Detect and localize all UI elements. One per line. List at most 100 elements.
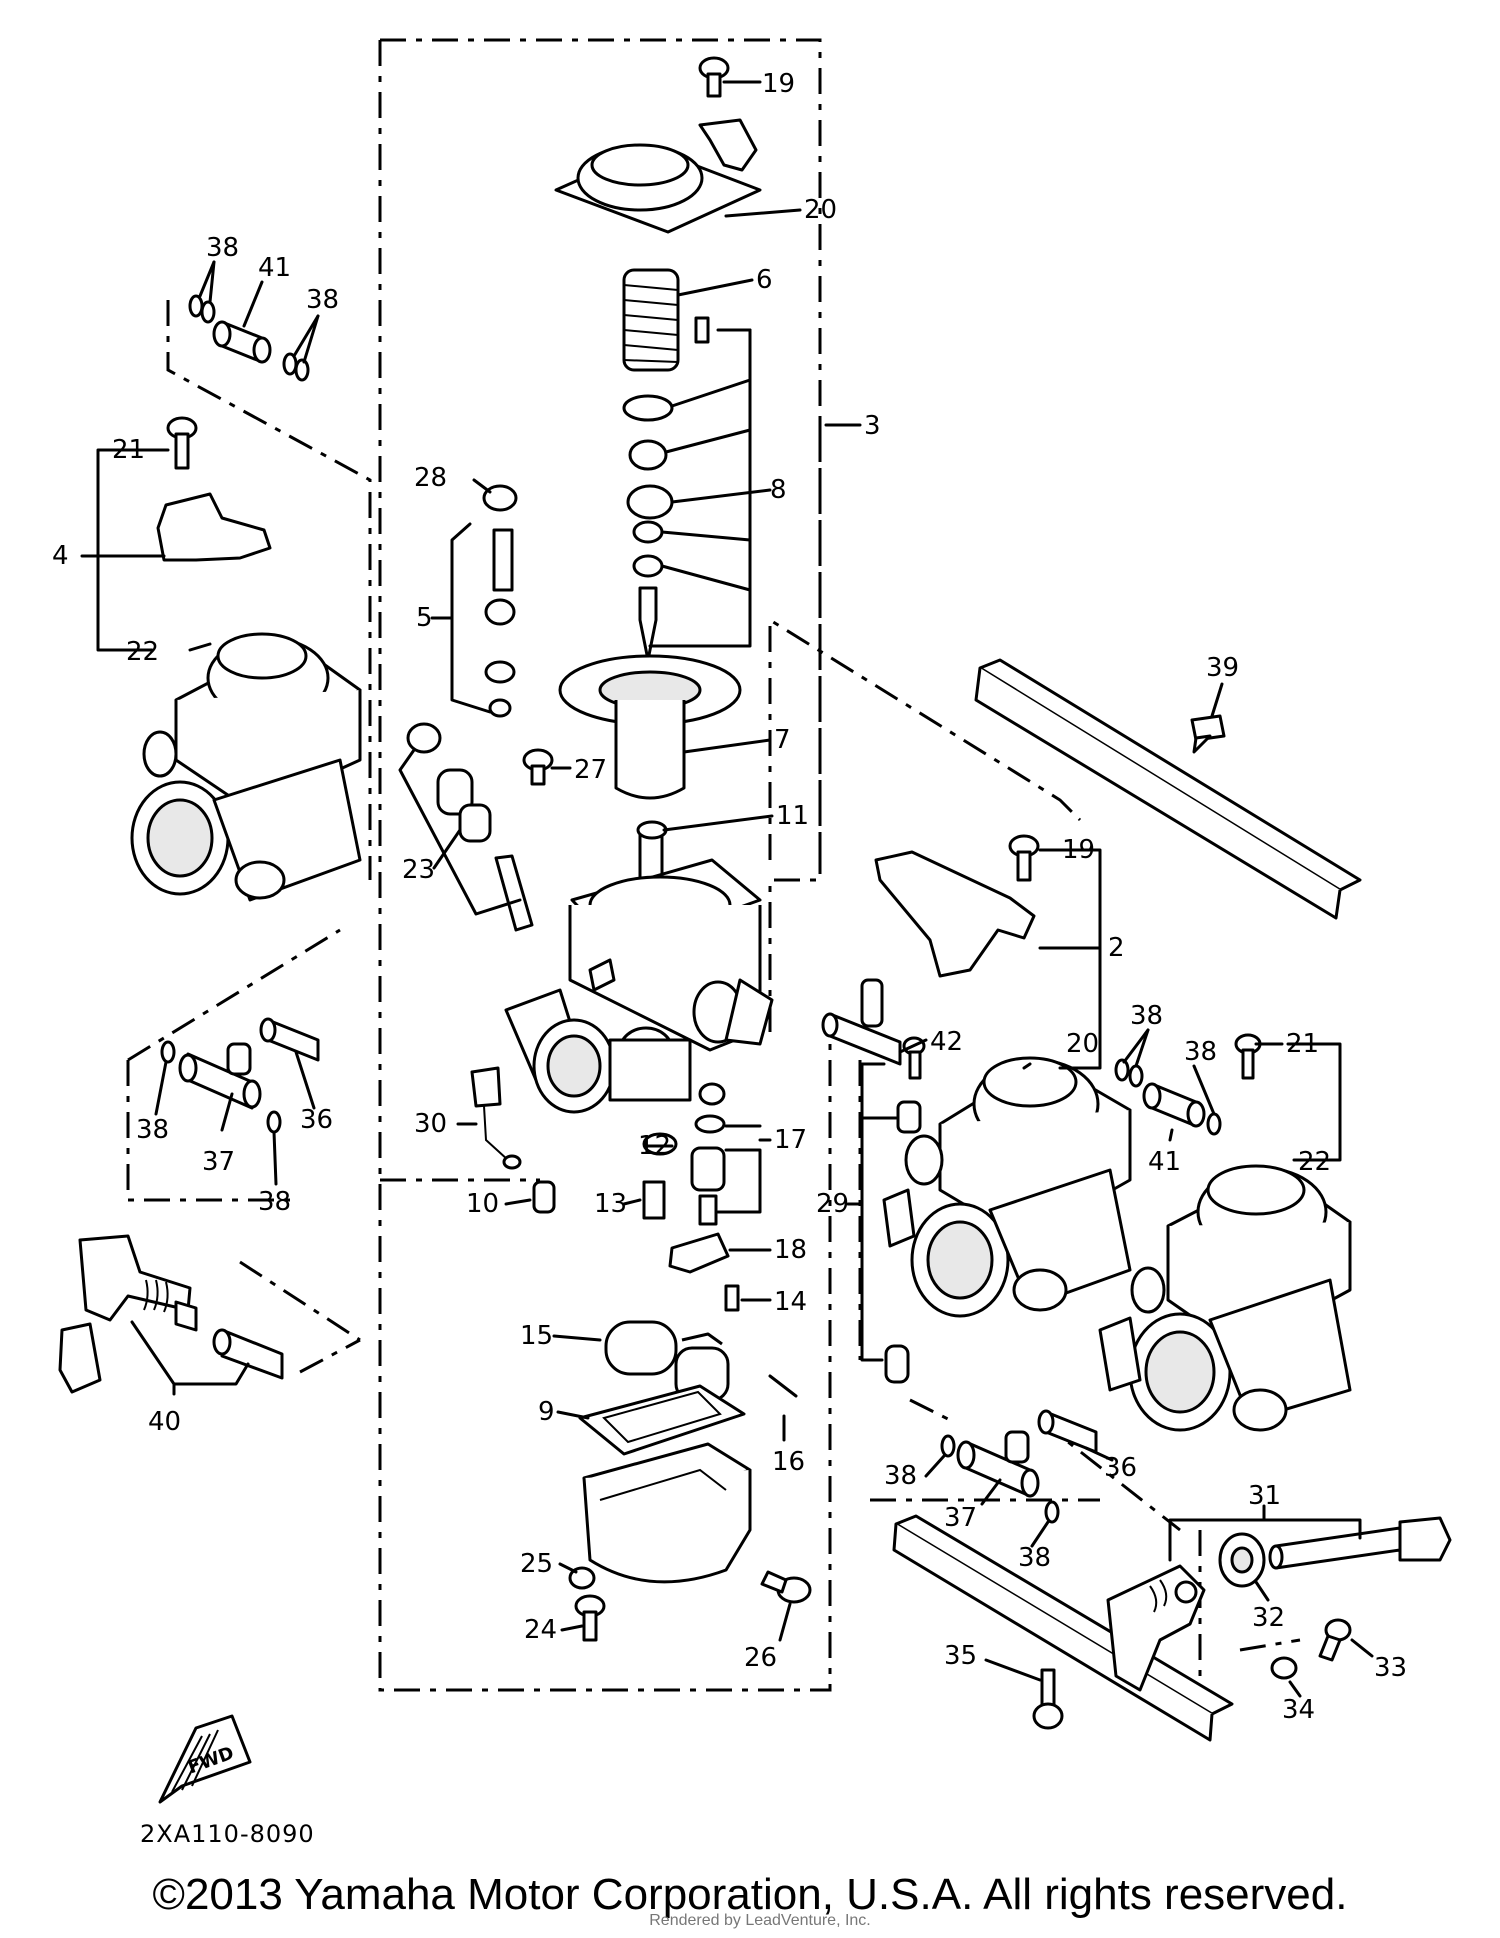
callout-28: 28 [414,463,447,493]
callout-22-left: 22 [126,637,159,667]
right-carburetor-body-20 [882,1056,1132,1318]
pipe-36-b [1037,1409,1098,1454]
callout-5: 5 [416,603,433,633]
screw-33 [1318,1618,1352,1662]
screw-19-right [1008,834,1040,882]
callout-26: 26 [744,1643,777,1673]
callout-30: 30 [414,1109,447,1139]
joint-pipe-41-a [212,320,272,364]
needle-spacer-2 [626,484,674,520]
callout-13: 13 [594,1189,627,1219]
throttle-shaft-40 [58,1234,284,1394]
oring-38-g [940,1434,956,1458]
pilot-oring [488,698,512,718]
callout-23: 23 [402,855,435,885]
drain-screw-24 [574,1594,606,1642]
callout-22-right: 22 [1298,1147,1331,1177]
callout-35: 35 [944,1641,977,1671]
callout-19-right: 19 [1062,835,1095,865]
callout-21-right: 21 [1286,1029,1319,1059]
throttle-sensor-30 [470,1066,522,1170]
screw-39 [1190,714,1226,754]
callout-42: 42 [930,1027,963,1057]
callout-33: 33 [1374,1653,1407,1683]
callout-31: 31 [1248,1481,1281,1511]
screw-21-left [166,416,198,470]
callout-16: 16 [772,1447,805,1477]
callout-17: 17 [774,1125,807,1155]
pilot-washer [484,660,516,684]
left-carburetor-parts [58,294,372,1804]
right-carburetor-parts [768,617,1452,1742]
center-carburetor-parts [406,56,812,1642]
washer-12 [642,1132,678,1156]
callout-36-right: 36 [1104,1453,1137,1483]
callout-29: 29 [816,1189,849,1219]
callout-18: 18 [774,1235,807,1265]
callout-9: 9 [538,1397,555,1427]
piston-valve-7 [558,654,742,800]
screw-21-right [1234,1033,1262,1080]
callout-14: 14 [774,1287,807,1317]
callout-19-top: 19 [762,69,795,99]
float-bowl [582,1442,752,1584]
callout-7: 7 [774,725,791,755]
screw-27 [522,748,554,786]
callout-labels: 19 20 6 3 8 7 27 11 28 5 23 38 41 38 21 … [52,69,1407,1725]
link-lever-31 [1106,1564,1206,1692]
callout-34: 34 [1282,1695,1315,1725]
oring-38-f [1206,1112,1222,1136]
float-pin-16 [768,1374,798,1398]
callout-11: 11 [776,801,809,831]
spring-23b [458,803,492,843]
callout-41-left: 41 [258,253,291,283]
callout-41-right: 41 [1148,1147,1181,1177]
leader-lines [80,80,1374,1698]
callout-2: 2 [1108,933,1125,963]
diagram-part-code: 2XA110-8090 [140,1820,315,1848]
oring-17 [694,1114,726,1134]
callout-39: 39 [1206,653,1239,683]
callout-37-left: 37 [202,1147,235,1177]
plug-10 [532,1180,556,1214]
callout-27: 27 [574,755,607,785]
needle-holder [622,394,674,422]
callout-20-top: 20 [804,195,837,225]
callout-38-right-d: 38 [1018,1543,1051,1573]
needle-clip [632,520,664,544]
screw-14 [724,1284,740,1312]
callout-38-left-d: 38 [258,1187,291,1217]
callout-38-left-a: 38 [206,233,239,263]
callout-8: 8 [770,475,787,505]
pipe-36-a [259,1017,320,1062]
oring-38-d [266,1110,282,1134]
jet-needle [638,586,658,662]
screw-23 [494,854,534,932]
callout-38-left-b: 38 [306,285,339,315]
fwd-arrow-icon [158,1714,252,1804]
collar-32 [1218,1532,1266,1588]
callout-24: 24 [524,1615,557,1645]
needle-spacer-1 [628,439,668,471]
callout-38-right-b: 38 [1184,1037,1217,1067]
spring-23a [436,768,474,816]
callout-40: 40 [148,1407,181,1437]
stay-bar-39 [974,658,1362,920]
spring-6 [622,268,680,372]
joint-pipe-41-b [1142,1082,1206,1128]
callout-20-right: 20 [1066,1029,1099,1059]
needle-washer [632,554,664,578]
render-watermark: Rendered by LeadVenture, Inc. [649,1912,871,1929]
callout-32: 32 [1252,1603,1285,1633]
callout-38-right-a: 38 [1130,1001,1163,1031]
screw-19-top [698,56,730,98]
plug-29 [884,1344,910,1384]
adjust-screw-31 [1268,1516,1452,1570]
callout-36-left: 36 [300,1105,333,1135]
center-carburetor-body [504,858,774,1114]
jet-17 [698,1194,718,1226]
tube-37-b [956,1430,1040,1498]
callout-15: 15 [520,1321,553,1351]
pin [694,316,710,344]
